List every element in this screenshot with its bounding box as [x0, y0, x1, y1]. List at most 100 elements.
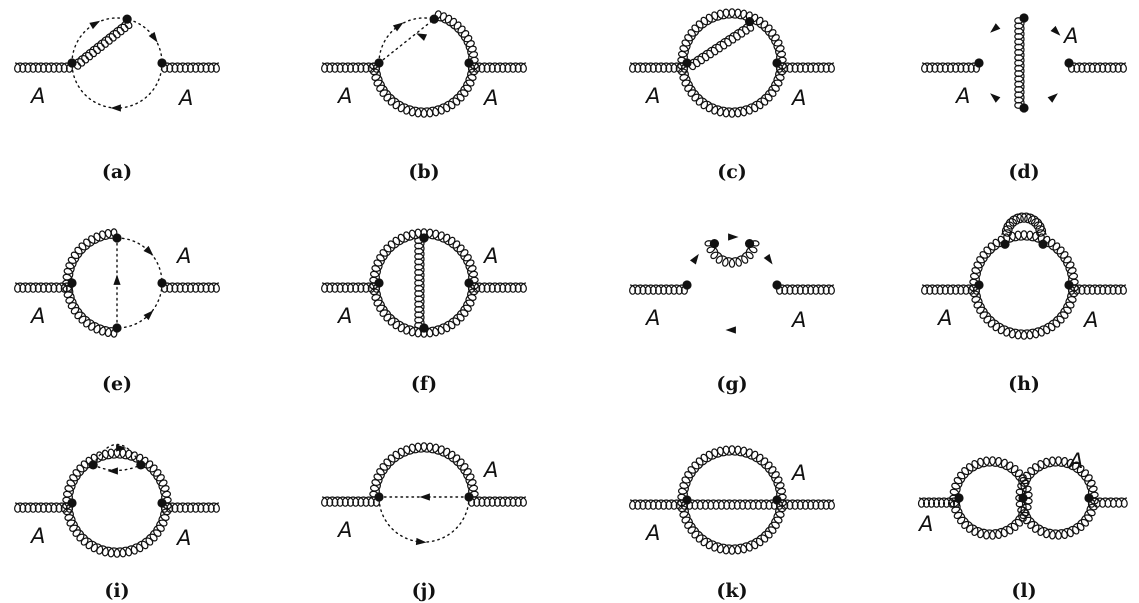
- external-gluon-right: [776, 62, 835, 73]
- vertex-dot: [682, 495, 692, 505]
- ghost-arrow: [116, 444, 127, 452]
- ghost-arrow: [415, 537, 427, 546]
- ghost-arrow: [143, 245, 154, 256]
- gluon-arc: [1015, 456, 1099, 540]
- vertex-dot: [744, 16, 755, 27]
- diagram-e: AA: [14, 228, 220, 338]
- external-gluon-right: [468, 62, 527, 73]
- vertex-dot: [157, 58, 167, 68]
- external-gluon-left: [321, 496, 380, 507]
- vertex-dot: [682, 280, 692, 290]
- gluon-arc: [1001, 212, 1047, 237]
- ghost-arrow: [728, 233, 739, 241]
- vertex-dot: [954, 493, 964, 503]
- field-label-a: A: [482, 458, 498, 482]
- vertex-dot: [974, 280, 984, 290]
- ghost-arc: [116, 237, 163, 329]
- field-label-a: A: [936, 306, 952, 330]
- ghost-arrow: [416, 33, 428, 41]
- field-label-a: A: [790, 308, 806, 332]
- external-gluon-left: [14, 282, 73, 293]
- caption-h: (h): [1008, 373, 1040, 395]
- ghost-bubble-bottom: [92, 464, 142, 472]
- external-gluon-left: [921, 62, 980, 73]
- vertex-dot: [772, 280, 782, 290]
- ghost-arrow: [148, 31, 158, 43]
- ghost-arrow: [89, 20, 101, 30]
- external-gluon-right: [1088, 497, 1128, 508]
- external-gluon-right: [776, 284, 835, 295]
- caption-row: (a)(b)(c)(d)(e)(f)(g)(h)(i)(j)(k)(l): [102, 161, 1040, 602]
- internal-gluon: [414, 237, 425, 329]
- external-gluon-left: [629, 499, 688, 510]
- ghost-arrow: [419, 493, 430, 501]
- gluon-arc: [969, 230, 1079, 340]
- ghost-arc: [378, 496, 470, 543]
- vertex-dot: [974, 58, 984, 68]
- field-label-a: A: [1067, 449, 1083, 473]
- external-gluon-left: [14, 502, 73, 513]
- field-label-a: A: [336, 304, 352, 328]
- vertex-dot: [1000, 239, 1010, 249]
- vertex-dot: [67, 58, 77, 68]
- field-label-a: A: [644, 521, 660, 545]
- external-gluon-right: [468, 496, 527, 507]
- vertex-dot: [1038, 239, 1048, 249]
- diagram-f: AA: [321, 228, 527, 338]
- field-label-a: A: [790, 461, 806, 485]
- ghost-arrow: [113, 274, 121, 285]
- ghost-arrow: [392, 22, 404, 32]
- external-gluon-right: [1068, 62, 1127, 73]
- external-gluon-right: [1068, 284, 1127, 295]
- external-gluon-left: [321, 62, 380, 73]
- gluon-arc: [62, 448, 172, 558]
- field-label-a: A: [482, 244, 498, 268]
- field-label-a: A: [29, 84, 45, 108]
- vertex-dot: [374, 278, 384, 288]
- field-label-a: A: [644, 84, 660, 108]
- field-label-a: A: [954, 84, 970, 108]
- external-gluon-right: [468, 282, 527, 293]
- vertex-dot: [464, 278, 474, 288]
- field-label-a: A: [177, 86, 193, 110]
- ghost-arrow: [725, 326, 736, 334]
- vertex-dot: [464, 58, 474, 68]
- caption-f: (f): [411, 373, 437, 395]
- vertex-dot: [1018, 493, 1028, 503]
- vertex-dot: [136, 460, 146, 470]
- internal-gluon: [686, 21, 755, 71]
- external-gluon-left: [629, 284, 688, 295]
- field-label-a: A: [1062, 24, 1078, 48]
- vertex-dot: [374, 58, 384, 68]
- gluon-arc: [369, 62, 479, 118]
- vertex-dot: [1064, 58, 1074, 68]
- vertex-dot: [157, 498, 167, 508]
- caption-a: (a): [102, 161, 132, 183]
- internal-gluon: [686, 499, 778, 510]
- vertex-dot: [1064, 280, 1074, 290]
- ghost-arc: [71, 17, 163, 64]
- external-gluon-right: [161, 282, 220, 293]
- field-label-a: A: [917, 512, 933, 536]
- caption-i: (i): [104, 580, 129, 602]
- ghost-arrow: [990, 23, 1001, 33]
- external-gluon-right: [776, 499, 835, 510]
- caption-g: (g): [716, 373, 747, 395]
- vertex-dot: [67, 498, 77, 508]
- ghost-arrow: [107, 467, 118, 475]
- caption-l: (l): [1011, 580, 1036, 602]
- ghost-arrow: [689, 253, 699, 265]
- field-label-a: A: [29, 304, 45, 328]
- diagram-l: AA: [917, 449, 1128, 540]
- external-gluon-left: [917, 497, 961, 508]
- vertex-dot: [772, 495, 782, 505]
- ghost-arrow: [110, 104, 121, 112]
- ghost-arrow: [143, 310, 154, 321]
- vertex-dot: [464, 492, 474, 502]
